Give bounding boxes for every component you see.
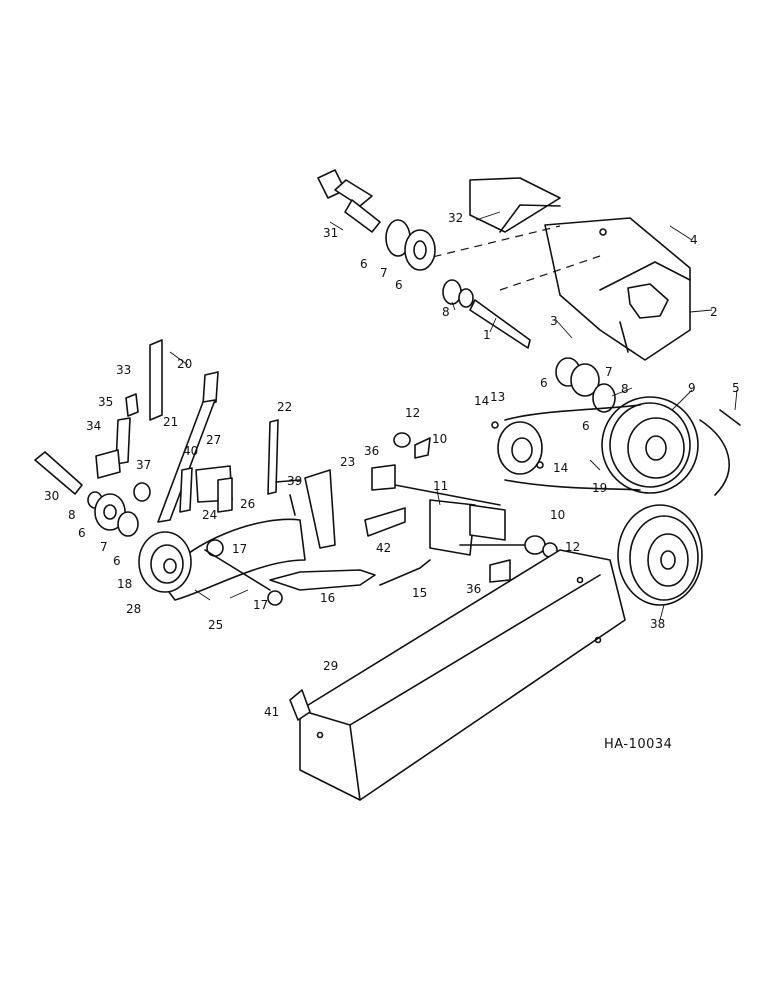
callout-7a: 7	[380, 266, 388, 280]
left-hub-group	[34, 451, 151, 537]
callout-20: 20	[177, 357, 192, 371]
callout-40: 40	[183, 444, 198, 458]
callout-32: 32	[448, 211, 463, 225]
callout-8a: 8	[442, 305, 450, 319]
drive-belt	[491, 404, 641, 491]
bracket-22-23	[267, 419, 336, 549]
callout-17b: 17	[253, 598, 268, 612]
callout-31: 31	[323, 226, 338, 240]
callout-11: 11	[433, 479, 448, 493]
callout-3: 3	[550, 314, 558, 328]
control-handles	[95, 339, 233, 523]
callout-29: 29	[323, 659, 338, 673]
callout-42: 42	[376, 541, 391, 555]
large-pulley	[617, 504, 703, 606]
callout-34: 34	[86, 419, 101, 433]
upper-pulley-group	[555, 357, 741, 496]
callout-15: 15	[412, 586, 427, 600]
callout-10a: 10	[432, 432, 447, 446]
callout-6d: 6	[582, 419, 590, 433]
callout-10b: 10	[550, 508, 565, 522]
drive-shield-top	[419, 177, 691, 361]
belt-guard-box	[289, 549, 626, 801]
callout-6e: 6	[78, 526, 86, 540]
callout-7b: 7	[605, 365, 613, 379]
callout-36a: 36	[364, 444, 379, 458]
callout-16: 16	[320, 591, 335, 605]
callout-27: 27	[206, 433, 221, 447]
callout-7c: 7	[100, 540, 108, 554]
callout-38: 38	[650, 617, 665, 631]
main-shaft	[442, 279, 531, 349]
callout-numbers: 1 2 3 4 5 6 6 6 6 6 6 7 7 7 8 8 8 9 10 1…	[44, 211, 740, 719]
callout-2: 2	[710, 305, 718, 319]
callout-36b: 36	[466, 582, 481, 596]
callout-39: 39	[287, 474, 302, 488]
callout-18: 18	[117, 577, 132, 591]
callout-25: 25	[208, 618, 223, 632]
callout-24: 24	[202, 508, 217, 522]
callout-8b: 8	[621, 382, 629, 396]
callout-22: 22	[277, 400, 292, 414]
callout-30: 30	[44, 489, 59, 503]
callout-28: 28	[126, 602, 141, 616]
callout-21: 21	[163, 415, 178, 429]
callout-37: 37	[136, 458, 151, 472]
callout-6c: 6	[540, 376, 548, 390]
center-shaft-assembly	[364, 432, 558, 583]
callout-26: 26	[240, 497, 255, 511]
callout-5: 5	[732, 381, 740, 395]
callout-14a: 14	[474, 394, 489, 408]
callout-6f: 6	[113, 554, 121, 568]
pto-universal-joint	[317, 169, 436, 271]
callout-17a: 17	[232, 542, 247, 556]
callout-19: 19	[592, 481, 607, 495]
callout-8c: 8	[68, 508, 76, 522]
callout-33: 33	[116, 363, 131, 377]
callout-23: 23	[340, 455, 355, 469]
callout-41: 41	[264, 705, 279, 719]
callout-12a: 12	[405, 406, 420, 420]
callout-6b: 6	[395, 278, 403, 292]
callout-1: 1	[483, 328, 491, 342]
callout-9: 9	[688, 381, 696, 395]
callout-13: 13	[490, 390, 505, 404]
callout-35: 35	[98, 395, 113, 409]
callout-4: 4	[690, 233, 698, 247]
callout-12b: 12	[565, 540, 580, 554]
callout-6a: 6	[360, 257, 368, 271]
idler-arm	[138, 518, 306, 601]
leader-lines	[169, 211, 738, 621]
callout-14b: 14	[553, 461, 568, 475]
lever-arm	[267, 559, 431, 606]
drawing-reference-number: HA-10034	[604, 737, 672, 752]
